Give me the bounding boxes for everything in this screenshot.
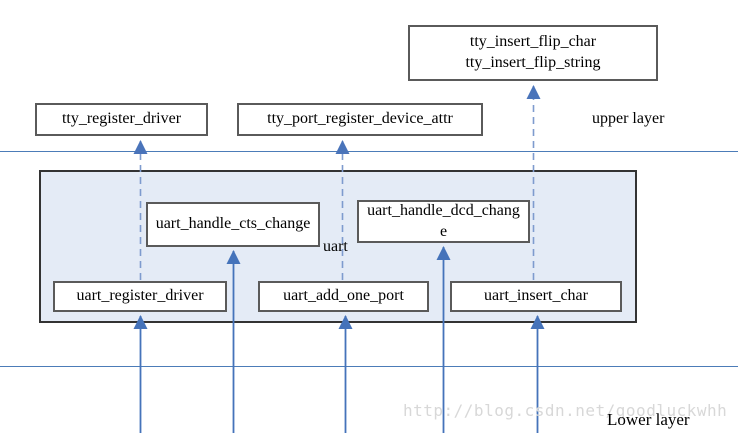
box-uart-insert-char: uart_insert_char [450, 281, 622, 312]
lower-layer-divider-line [0, 366, 738, 367]
box-label-uart-handle-cts-change: uart_handle_cts_change [155, 215, 311, 233]
watermark-text: http://blog.csdn.net/goodluckwhh [403, 401, 728, 420]
box-uart-register-driver: uart_register_driver [53, 281, 227, 312]
box-uart-handle-cts-change: uart_handle_cts_change [146, 202, 320, 247]
box-tty-register-driver: tty_register_driver [35, 103, 208, 136]
box-uart-handle-dcd-change: uart_handle_dcd_change [357, 200, 530, 243]
box-label-tty-insert-flip-char: tty_insert_flip_char [469, 33, 597, 51]
box-tty-insert-flip: tty_insert_flip_char tty_insert_flip_str… [408, 25, 658, 81]
upper-layer-label: upper layer [592, 110, 665, 127]
box-label-uart-handle-dcd-change: uart_handle_dcd_change [367, 201, 520, 240]
box-label-tty-port-register-device-attr: tty_port_register_device_attr [267, 110, 453, 128]
box-tty-port-register-device-attr: tty_port_register_device_attr [237, 103, 483, 136]
uart-container-label: uart [323, 238, 348, 255]
box-uart-add-one-port: uart_add_one_port [258, 281, 429, 312]
box-label-uart-insert-char: uart_insert_char [484, 287, 588, 305]
lower-layer-label: Lower layer [607, 410, 690, 429]
upper-layer-divider-line [0, 151, 738, 152]
box-label-tty-insert-flip-string: tty_insert_flip_string [465, 54, 601, 71]
box-label-uart-register-driver: uart_register_driver [76, 287, 204, 305]
box-label-tty-register-driver: tty_register_driver [61, 110, 182, 128]
box-label-uart-add-one-port: uart_add_one_port [283, 287, 404, 305]
